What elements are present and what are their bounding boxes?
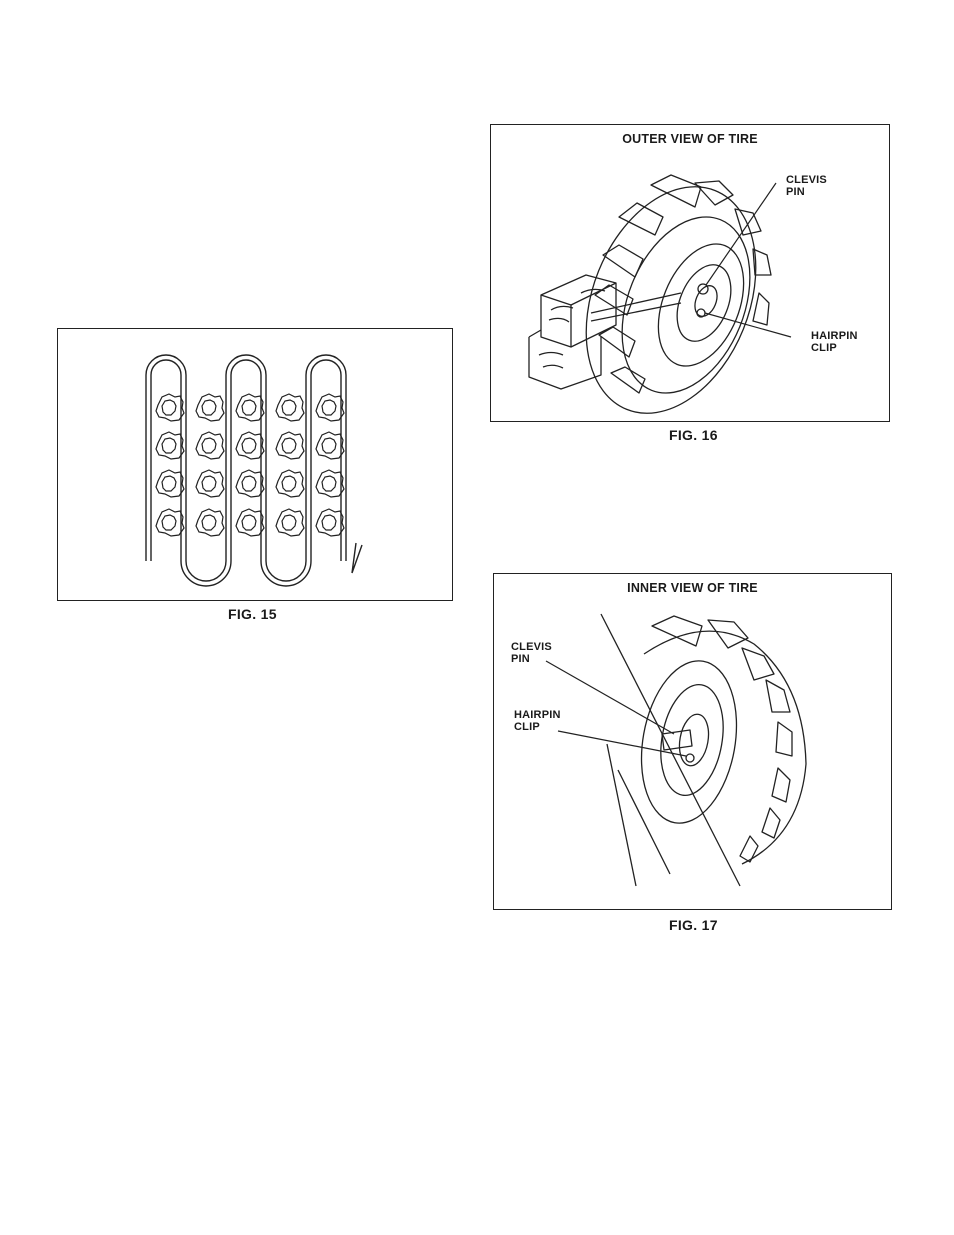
rock-inner-outline bbox=[322, 400, 336, 415]
fig15-caption: FIG. 15 bbox=[228, 606, 277, 622]
rock-inner-outline bbox=[202, 476, 216, 491]
inner-tire-illustration bbox=[494, 574, 893, 911]
fig16-caption: FIG. 16 bbox=[669, 427, 718, 443]
rock-inner-outline bbox=[162, 438, 176, 453]
fig17-hairpin-line1: HAIRPIN bbox=[514, 709, 561, 721]
fig16-clevis-line1: CLEVIS bbox=[786, 174, 827, 186]
rock-outline bbox=[156, 509, 184, 536]
rock-inner-outline bbox=[242, 438, 256, 453]
rock-outline bbox=[236, 470, 264, 497]
rock-inner-outline bbox=[282, 515, 296, 530]
fig17-clevis-pin-label: CLEVIS PIN bbox=[511, 641, 552, 665]
rock-outline bbox=[196, 394, 224, 421]
rock-outline bbox=[236, 432, 264, 459]
rock-outline bbox=[156, 432, 184, 459]
fig16-clevis-line2: PIN bbox=[786, 186, 827, 198]
fig17-clevis-line1: CLEVIS bbox=[511, 641, 552, 653]
rock-inner-outline bbox=[242, 515, 256, 530]
rock-outline bbox=[316, 394, 344, 421]
fig15-frame bbox=[57, 328, 453, 601]
rock-outline bbox=[316, 470, 344, 497]
rock-inner-outline bbox=[162, 476, 176, 491]
rock-inner-outline bbox=[162, 400, 176, 415]
fig16-hairpin-clip-label: HAIRPIN CLIP bbox=[811, 330, 858, 354]
rock-outline bbox=[276, 470, 304, 497]
rock-inner-outline bbox=[202, 515, 216, 530]
rock-outline bbox=[276, 394, 304, 421]
rock-inner-outline bbox=[202, 400, 216, 415]
rock-outline bbox=[196, 470, 224, 497]
fig17-frame: INNER VIEW OF TIRE bbox=[493, 573, 892, 910]
rock-inner-outline bbox=[322, 438, 336, 453]
rock-inner-outline bbox=[282, 476, 296, 491]
rock-outline bbox=[276, 432, 304, 459]
fig17-hairpin-line2: CLIP bbox=[514, 721, 561, 733]
rock-outline bbox=[236, 509, 264, 536]
rock-inner-outline bbox=[322, 515, 336, 530]
fig17-hairpin-clip-label: HAIRPIN CLIP bbox=[514, 709, 561, 733]
rock-outline bbox=[316, 509, 344, 536]
rock-outline bbox=[196, 432, 224, 459]
outer-tire-illustration bbox=[491, 125, 891, 423]
rock-outline bbox=[156, 394, 184, 421]
rock-inner-outline bbox=[282, 438, 296, 453]
serpentine-path-illustration bbox=[58, 329, 454, 602]
rock-outline bbox=[196, 509, 224, 536]
rock-inner-outline bbox=[202, 438, 216, 453]
rock-inner-outline bbox=[242, 400, 256, 415]
rock-outline bbox=[276, 509, 304, 536]
fig16-hairpin-line1: HAIRPIN bbox=[811, 330, 858, 342]
rock-outline bbox=[156, 470, 184, 497]
fig17-caption: FIG. 17 bbox=[669, 917, 718, 933]
rock-inner-outline bbox=[242, 476, 256, 491]
fig16-clevis-pin-label: CLEVIS PIN bbox=[786, 174, 827, 198]
rock-inner-outline bbox=[282, 400, 296, 415]
fig16-frame: OUTER VIEW OF TIRE bbox=[490, 124, 890, 422]
fig16-hairpin-line2: CLIP bbox=[811, 342, 858, 354]
fig17-clevis-line2: PIN bbox=[511, 653, 552, 665]
rock-inner-outline bbox=[162, 515, 176, 530]
rock-outline bbox=[236, 394, 264, 421]
rock-inner-outline bbox=[322, 476, 336, 491]
rock-outline bbox=[316, 432, 344, 459]
